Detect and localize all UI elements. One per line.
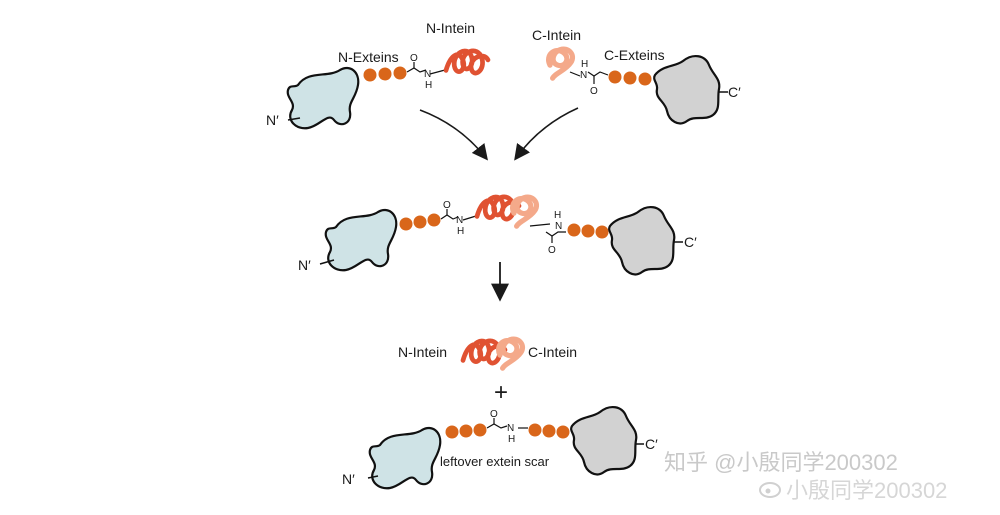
leftover-extein-scar-label: leftover extein scar	[440, 454, 550, 469]
amide-bond-n-middle	[440, 209, 477, 221]
amide-bond-scar	[486, 418, 528, 429]
c-terminus-label-middle: C′	[684, 234, 697, 250]
nitrogen-atom: N	[580, 70, 587, 81]
nitrogen-atom: N	[507, 423, 514, 434]
watermark-logo	[759, 482, 781, 498]
hydrogen-atom: H	[508, 434, 515, 445]
oxygen-atom: O	[590, 86, 598, 97]
plus-sign: +	[494, 379, 508, 406]
hydrogen-atom: H	[581, 59, 588, 70]
n-intein-squiggle-top	[446, 51, 488, 73]
c-extein-protein-bottom	[570, 405, 644, 476]
n-exteins-label: N-Exteins	[338, 49, 399, 65]
n-terminus-label-middle: N′	[298, 257, 311, 273]
c-intein-coil-top	[549, 49, 573, 78]
nitrogen-atom: N	[555, 221, 562, 232]
c-extein-beads-middle	[567, 223, 609, 239]
nitrogen-atom: N	[456, 215, 463, 226]
amide-bond-n-top	[406, 62, 446, 75]
c-extein-protein-top	[653, 54, 728, 125]
hydrogen-atom: H	[425, 80, 432, 91]
oxygen-atom: O	[410, 53, 418, 64]
c-intein-label-bottom: C-Intein	[528, 344, 577, 360]
c-extein-beads-top	[608, 70, 652, 86]
c-extein-beads-bottom	[528, 423, 570, 439]
n-extein-protein-middle	[319, 208, 398, 272]
c-intein-coil-bottom	[499, 339, 523, 368]
n-extein-beads-middle	[399, 213, 441, 231]
arrow-left-converge	[419, 109, 488, 161]
watermark-text: 知乎 @小殷同学200302	[664, 450, 898, 475]
c-intein-coil-middle	[513, 197, 537, 226]
c-extein-protein-middle	[608, 205, 683, 276]
n-intein-label-bottom: N-Intein	[398, 344, 447, 360]
oxygen-atom: O	[490, 409, 498, 420]
c-exteins-label: C-Exteins	[604, 47, 665, 63]
c-terminus-label-bottom: C′	[645, 436, 658, 452]
n-terminus-label-top: N′	[266, 112, 279, 128]
hydrogen-atom: H	[457, 226, 464, 237]
oxygen-atom: O	[548, 245, 556, 256]
amide-bond-c-top	[569, 71, 609, 84]
arrow-right-converge	[514, 107, 579, 161]
watermark-handle: 小殷同学200302	[786, 478, 947, 503]
n-extein-protein-top	[286, 66, 360, 130]
n-extein-beads-bottom	[445, 423, 487, 439]
n-intein-label-top: N-Intein	[426, 20, 475, 36]
hydrogen-atom: H	[554, 210, 561, 221]
n-terminus-label-bottom: N′	[342, 471, 355, 487]
c-terminus-label-top: C′	[728, 84, 741, 100]
n-extein-beads-top	[363, 66, 407, 82]
nitrogen-atom: N	[424, 69, 431, 80]
amide-bond-c-middle	[529, 223, 566, 243]
c-intein-label-top: C-Intein	[532, 27, 581, 43]
n-extein-protein-bottom	[367, 426, 442, 490]
oxygen-atom: O	[443, 200, 451, 211]
